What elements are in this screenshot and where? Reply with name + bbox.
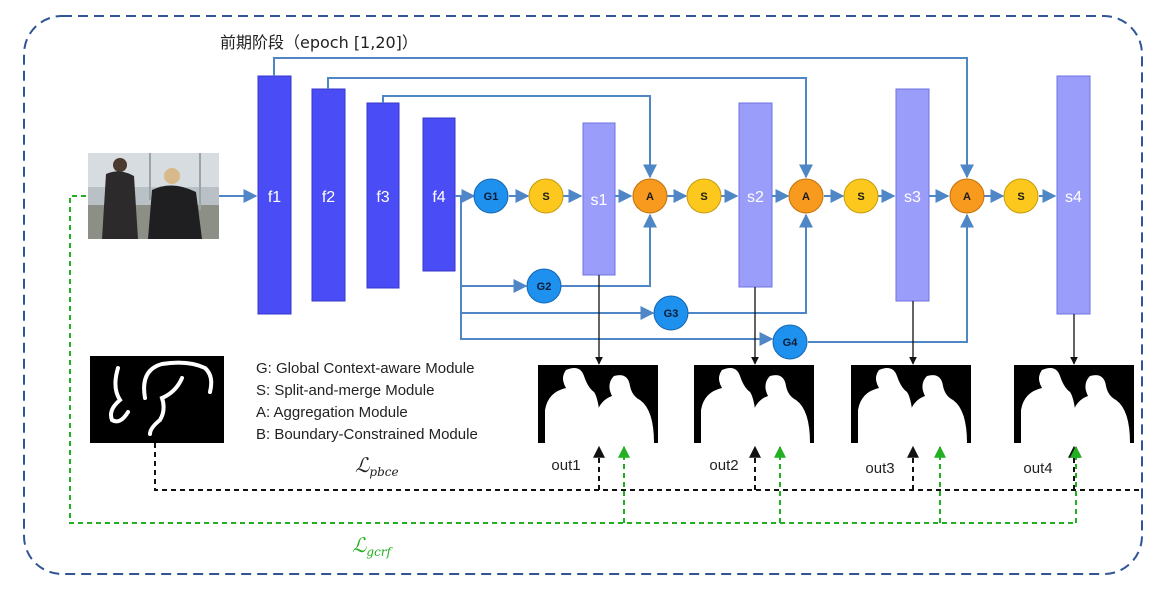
encoder-block-f4: f4 bbox=[422, 117, 456, 272]
legend-boundary: B: Boundary-Constrained Module bbox=[256, 426, 478, 443]
svg-text:s3: s3 bbox=[904, 189, 921, 206]
svg-text:A: A bbox=[963, 191, 971, 203]
output-label-4: out4 bbox=[1023, 460, 1052, 477]
output-mask-3 bbox=[851, 365, 971, 443]
svg-text:s4: s4 bbox=[1065, 189, 1082, 206]
global-module-g3: G3 bbox=[653, 295, 689, 331]
input-image bbox=[88, 153, 219, 239]
loss-gcrf-path bbox=[69, 195, 1082, 524]
output-label-3: out3 bbox=[865, 460, 894, 477]
svg-text:f4: f4 bbox=[432, 189, 445, 206]
global-module-g4: G4 bbox=[772, 324, 808, 360]
decoder-block-s3: s3 bbox=[895, 88, 930, 302]
stage-title: 前期阶段（epoch [1,20]） bbox=[220, 33, 418, 52]
loss-gcrf-label: ℒgcrf bbox=[352, 533, 394, 559]
svg-text:s2: s2 bbox=[747, 189, 764, 206]
stage-frame bbox=[23, 15, 1143, 575]
decoder-block-s2: s2 bbox=[738, 102, 773, 288]
encoder-block-f1: f1 bbox=[257, 75, 292, 315]
decoder-block-s4: s4 bbox=[1056, 75, 1091, 315]
svg-text:G3: G3 bbox=[664, 308, 679, 320]
global-module-g1: G1 bbox=[473, 178, 509, 214]
svg-text:G1: G1 bbox=[484, 191, 499, 203]
split-module-3: S bbox=[843, 178, 879, 214]
svg-text:f2: f2 bbox=[322, 189, 335, 206]
output-arrows bbox=[595, 275, 1078, 365]
split-module-4: S bbox=[1003, 178, 1039, 214]
legend-split: S: Split-and-merge Module bbox=[256, 382, 434, 399]
aggregation-module-3: A bbox=[949, 178, 985, 214]
svg-text:f3: f3 bbox=[376, 189, 389, 206]
split-module-1: S bbox=[528, 178, 564, 214]
aggregation-module-1: A bbox=[632, 178, 668, 214]
loss-pbce-path bbox=[154, 443, 1143, 491]
output-mask-1 bbox=[538, 365, 658, 443]
scribble-annotation-image bbox=[90, 356, 224, 443]
legend-global: G: Global Context-aware Module bbox=[256, 360, 474, 377]
encoder-block-f3: f3 bbox=[366, 102, 400, 289]
output-mask-4 bbox=[1014, 365, 1134, 443]
svg-text:S: S bbox=[542, 191, 549, 203]
output-label-1: out1 bbox=[551, 457, 580, 474]
svg-text:A: A bbox=[646, 191, 654, 203]
output-label-2: out2 bbox=[709, 457, 738, 474]
split-module-2: S bbox=[686, 178, 722, 214]
global-module-g2: G2 bbox=[526, 268, 562, 304]
connections bbox=[219, 57, 1057, 346]
svg-text:S: S bbox=[857, 191, 864, 203]
encoder-block-f2: f2 bbox=[311, 88, 346, 302]
svg-text:G2: G2 bbox=[537, 281, 552, 293]
output-mask-2 bbox=[694, 365, 814, 443]
loss-pbce-label: ℒpbce bbox=[355, 453, 399, 479]
svg-text:S: S bbox=[700, 191, 707, 203]
svg-text:s1: s1 bbox=[591, 192, 608, 209]
decoder-block-s1: s1 bbox=[582, 122, 616, 276]
legend-aggregation: A: Aggregation Module bbox=[256, 404, 408, 421]
svg-text:S: S bbox=[1017, 191, 1024, 203]
svg-text:A: A bbox=[802, 191, 810, 203]
svg-text:f1: f1 bbox=[268, 189, 281, 206]
aggregation-module-2: A bbox=[788, 178, 824, 214]
svg-text:G4: G4 bbox=[783, 337, 799, 349]
